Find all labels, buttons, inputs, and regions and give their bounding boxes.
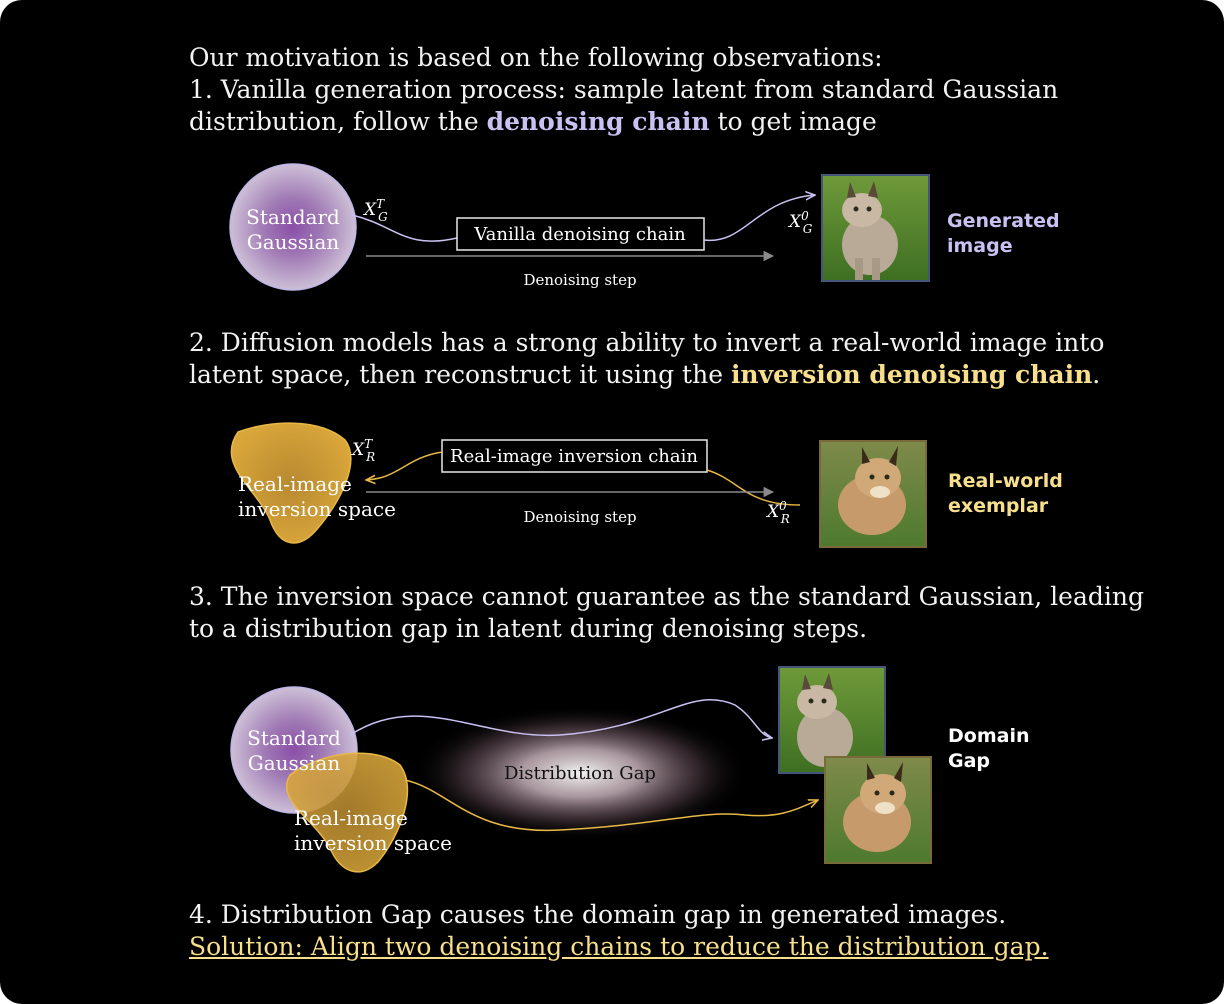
generated-lynx-image (821, 174, 930, 282)
generated-image-label-1: Generated (947, 210, 1060, 232)
observation-3-line-2: to a distribution gap in latent during d… (189, 614, 868, 643)
observation-4-line-1: 4. Distribution Gap causes the domain ga… (189, 900, 1007, 929)
latent-sup-2: T (364, 437, 373, 451)
observation-2-line-2: latent space, then reconstruct it using … (189, 359, 1100, 391)
gaussian-label-2: Gaussian (247, 230, 340, 254)
inversion-space-label-2: inversion space (238, 497, 396, 521)
generated-image-label-2: image (947, 235, 1013, 257)
vanilla-chain-box (456, 217, 705, 251)
observation-2-line-1: 2. Diffusion models has a strong ability… (189, 328, 1105, 357)
latent-sup: T (376, 197, 385, 211)
inversion-space-blob-3 (286, 752, 409, 873)
distribution-gap-glow (410, 705, 750, 841)
observation-3-line-1: 3. The inversion space cannot guarantee … (189, 582, 1144, 611)
vanilla-chain-label: Vanilla denoising chain (473, 224, 686, 245)
gaussian-label-3b: Gaussian (248, 751, 341, 775)
out-var-x-2: X (765, 502, 780, 522)
inversion-label-3a: Real-image (294, 806, 408, 830)
obs2-pre: latent space, then reconstruct it using … (189, 360, 731, 389)
real-exemplar-label-1: Real-world (948, 470, 1063, 492)
domain-gap-label-1: Domain (948, 725, 1029, 747)
observation-1-line-1: 1. Vanilla generation process: sample la… (189, 75, 1059, 104)
obs1-post: to get image (709, 107, 877, 136)
denoising-step-label-1: Denoising step (523, 271, 636, 289)
latent-sub: G (378, 210, 388, 224)
real-exemplar-label-2: exemplar (948, 495, 1049, 517)
gaussian-chain-curve (349, 699, 772, 738)
inversion-chain-box (441, 439, 708, 473)
gaussian-label-3a: Standard (247, 726, 341, 750)
out-sub: G (803, 222, 813, 236)
out-sub-2: R (780, 512, 790, 526)
inversion-chain-highlight: inversion denoising chain (730, 360, 1093, 389)
gaussian-label-1: Standard (246, 205, 340, 229)
domain-gap-real-image (824, 756, 932, 864)
real-lynx-image (819, 440, 927, 548)
distribution-gap-label: Distribution Gap (504, 763, 656, 784)
inversion-space-label-1: Real-image (238, 472, 352, 496)
chain-curve-out (703, 195, 815, 242)
latent-var-x-2: X (350, 440, 365, 460)
inversion-chain-curve (404, 779, 818, 832)
inversion-label-3b: inversion space (294, 831, 452, 855)
inversion-space-blob (230, 422, 352, 544)
out-sup: 0 (801, 209, 809, 223)
intro-text: Our motivation is based on the following… (189, 43, 883, 72)
denoising-step-label-2: Denoising step (523, 508, 636, 526)
out-sup-2: 0 (779, 499, 787, 513)
obs1-pre: distribution, follow the (189, 107, 487, 136)
solution-link[interactable]: Solution: Align two denoising chains to … (189, 932, 1049, 961)
observation-1-line-2: distribution, follow the denoising chain… (189, 106, 877, 138)
latent-sub-2: R (365, 450, 375, 464)
chain-curve-in (351, 214, 458, 242)
obs2-post: . (1092, 360, 1101, 389)
standard-gaussian-circle (229, 163, 357, 291)
domain-gap-label-2: Gap (948, 750, 990, 772)
inversion-curve-out (366, 451, 443, 480)
denoising-chain-highlight: denoising chain (486, 107, 710, 136)
domain-gap-generated-image (778, 666, 886, 774)
out-var-x: X (787, 212, 802, 232)
diagram-3: Distribution Gap Standard Gaussian Real-… (230, 666, 1029, 873)
latent-var-x: X (362, 200, 377, 220)
inversion-curve-in (706, 469, 801, 506)
inversion-chain-label: Real-image inversion chain (450, 446, 698, 467)
